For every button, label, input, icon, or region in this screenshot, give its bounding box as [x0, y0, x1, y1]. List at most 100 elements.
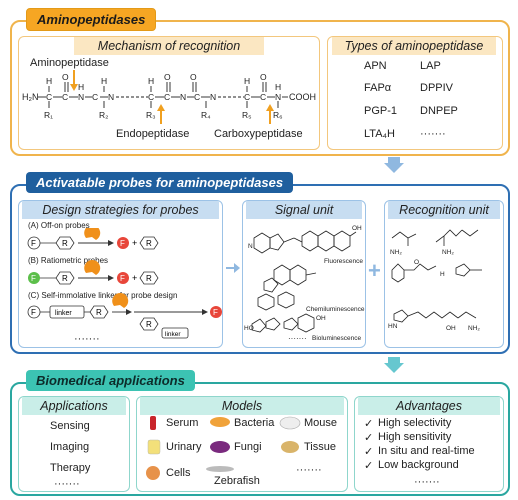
svg-text:R: R — [146, 274, 152, 283]
probes-title: Activatable probes for aminopeptidases — [26, 172, 294, 193]
svg-text:R: R — [146, 320, 152, 329]
model-serum: Serum — [166, 417, 199, 429]
fungi-icon — [210, 441, 230, 453]
models-title: Models — [140, 397, 344, 415]
application-therapy: Therapy — [50, 462, 91, 474]
strategy-c-label: (C) Self-immolative linker for probe des… — [28, 291, 178, 300]
advantages-more: ······· — [414, 476, 440, 488]
r-group-5: R₅ — [242, 110, 252, 120]
design-title: Design strategies for probes — [22, 201, 219, 219]
models-more: ······· — [296, 464, 322, 476]
model-bacteria: Bacteria — [234, 417, 275, 429]
svg-text:C: C — [194, 92, 200, 102]
svg-text:H: H — [244, 76, 250, 86]
aminopeptidases-panel — [10, 20, 510, 156]
advantage-selectivity: High selectivity — [378, 417, 452, 429]
down-arrow-icon — [384, 157, 404, 173]
urinary-icon — [147, 439, 161, 455]
svg-text:N: N — [210, 92, 216, 102]
signal-chemiluminescence: Chemiluminescence — [306, 306, 365, 313]
c-terminus: COOH — [289, 92, 316, 102]
type-lap: LAP — [420, 60, 441, 72]
svg-text:OH: OH — [316, 315, 326, 322]
svg-text:+: + — [132, 238, 137, 248]
applications-title: Applications — [22, 397, 126, 415]
svg-text:H: H — [148, 76, 154, 86]
type-dppiv: DPPIV — [420, 82, 454, 94]
svg-text:NH₂: NH₂ — [468, 325, 480, 332]
r-group-3: R₃ — [146, 110, 156, 120]
applications-panel — [10, 382, 510, 496]
svg-text:O: O — [260, 72, 267, 82]
model-urinary: Urinary — [166, 441, 202, 453]
bacteria-icon — [210, 417, 230, 427]
svg-text:N: N — [180, 92, 186, 102]
svg-text:R: R — [146, 239, 152, 248]
models-icons — [146, 416, 301, 480]
type-dnpep: DNPEP — [420, 105, 458, 117]
svg-text:linker: linker — [165, 331, 181, 338]
r-group-6: R₆ — [273, 110, 283, 120]
svg-text:C: C — [260, 92, 266, 102]
advantage-background: Low background — [378, 459, 459, 471]
r-group-2: R₂ — [99, 110, 108, 120]
zebrafish-icon — [206, 466, 234, 472]
types-box — [327, 36, 503, 150]
strategy-a-label: (A) Off-on probes — [28, 221, 90, 230]
svg-text:N: N — [248, 243, 253, 250]
plus-icon: + — [368, 258, 381, 283]
model-zebrafish: Zebrafish — [214, 475, 260, 487]
signal-title: Signal unit — [246, 201, 362, 219]
svg-text:O: O — [164, 72, 171, 82]
strategy-c-f: F — [31, 308, 36, 317]
svg-text:C: C — [92, 92, 98, 102]
signal-box — [242, 200, 366, 348]
signal-more: ······· — [288, 334, 307, 343]
svg-text:N: N — [275, 92, 281, 102]
advantage-check-icon: ✓ — [364, 432, 374, 444]
advantage-check-icon: ✓ — [364, 418, 374, 430]
svg-text:NH₂: NH₂ — [390, 249, 402, 256]
n-terminus: H₂N — [22, 92, 39, 102]
design-strategies-diagram: F R F + R F R F + R F linker R R linker … — [27, 228, 222, 339]
strategy-a-f: F — [31, 239, 36, 248]
type-pgp1: PGP-1 — [364, 105, 398, 117]
svg-text:N: N — [108, 92, 114, 102]
svg-text:HO: HO — [244, 325, 254, 332]
right-arrow-icon — [226, 263, 240, 273]
svg-text:H: H — [46, 76, 52, 86]
svg-text:H: H — [275, 82, 281, 92]
svg-text:F: F — [120, 239, 125, 248]
applications-more: ······· — [54, 478, 80, 490]
aminopeptidase-label: Aminopeptidase — [30, 57, 109, 69]
cells-icon — [146, 466, 160, 480]
svg-text:C: C — [164, 92, 170, 102]
applications-panel-title: Biomedical applications — [26, 370, 195, 391]
advantage-realtime: In situ and real-time — [378, 445, 475, 457]
r-group-4: R₄ — [201, 110, 211, 120]
signal-fluorescence: Fluorescence — [324, 258, 364, 265]
advantages-title: Advantages — [358, 397, 500, 415]
strategy-b-label: (B) Ratiometric probes — [28, 256, 109, 265]
model-fungi: Fungi — [234, 441, 262, 453]
svg-text:N: N — [78, 92, 84, 102]
serum-icon — [150, 416, 156, 430]
strategy-c-linker: linker — [55, 310, 72, 317]
mouse-icon — [279, 416, 301, 430]
svg-text:C: C — [244, 92, 250, 102]
type-fapa: FAPα — [364, 82, 392, 94]
strategy-b-r: R — [62, 274, 68, 283]
design-more: ······· — [74, 333, 100, 345]
signal-bioluminescence: Bioluminescence — [312, 335, 362, 342]
svg-text:OH: OH — [446, 325, 456, 332]
svg-text:C: C — [148, 92, 154, 102]
tissue-icon — [281, 441, 299, 453]
svg-text:O: O — [414, 259, 419, 266]
svg-text:F: F — [120, 274, 125, 283]
strategy-a-r: R — [62, 239, 68, 248]
svg-text:O: O — [190, 72, 197, 82]
model-mouse: Mouse — [304, 417, 338, 429]
svg-text:H: H — [78, 82, 84, 92]
